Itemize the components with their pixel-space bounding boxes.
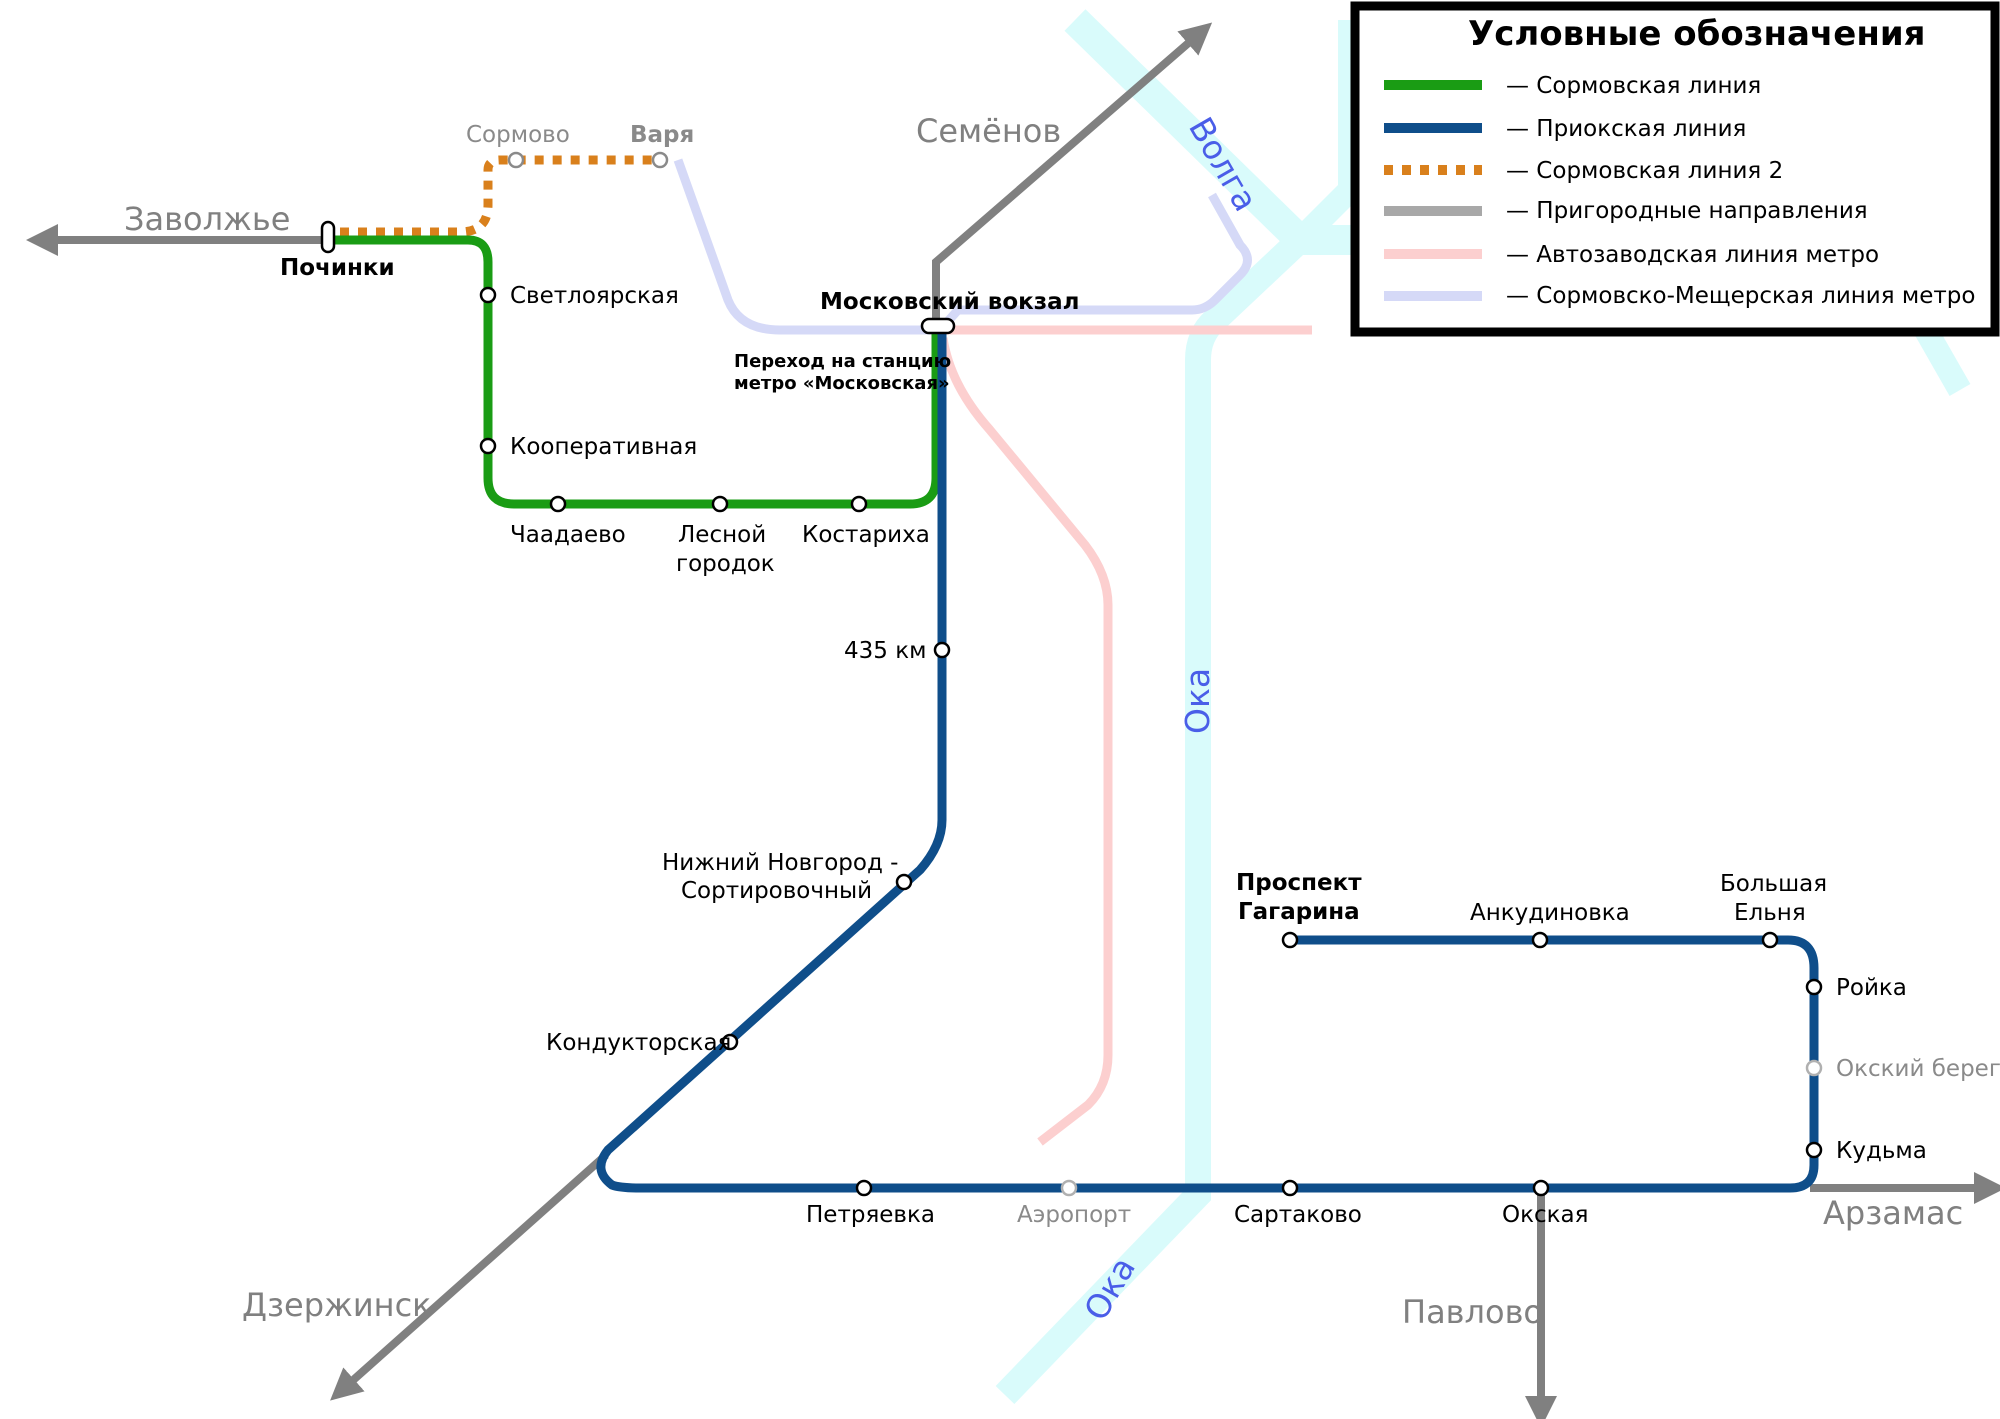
legend-item-suburban: — Пригородные направления <box>1506 198 1868 224</box>
station-marker-sortirovochny[interactable] <box>895 873 913 891</box>
station-label-kooperativnaya: Кооперативная <box>510 434 697 460</box>
river-label-oka-mid: Ока <box>1178 668 1217 734</box>
station-label-sormovo: Сормово <box>466 122 570 148</box>
legend-item-sormovsko-meshcherskaya: — Сормовско-Мещерская линия метро <box>1506 283 1975 309</box>
station-label-oksky-bereg: Окский берег <box>1836 1056 2000 1082</box>
station-label-chaadaevo: Чаадаево <box>510 522 626 548</box>
station-marker-sartakovo[interactable] <box>1281 1179 1299 1197</box>
station-label-km435: 435 км <box>844 638 926 664</box>
legend-item-priokskaya: — Приокская линия <box>1506 116 1746 142</box>
station-label-transfer-1: Переход на станцию <box>734 351 951 372</box>
station-label-sortirovochny-1: Нижний Новгород - <box>662 850 898 876</box>
station-label-lesnoy-2: городок <box>676 551 775 577</box>
station-marker-moskovsky-vokzal[interactable] <box>920 317 956 335</box>
station-label-royka: Ройка <box>1836 975 1907 1001</box>
legend-title: Условные обозначения <box>1468 14 1925 54</box>
station-marker-varya[interactable] <box>651 151 669 169</box>
legend-item-sormovskaya-2: — Сормовская линия 2 <box>1506 158 1783 184</box>
station-marker-okskaya[interactable] <box>1532 1179 1550 1197</box>
station-marker-kooperativnaya[interactable] <box>479 437 497 455</box>
station-marker-konduktorskaya[interactable] <box>721 1033 739 1051</box>
metro-avtozavodskaya-south <box>938 337 1113 1146</box>
suburban-layer <box>26 22 2000 1419</box>
suburban-semenov <box>932 22 1213 325</box>
legend-item-avtozavodskaya: — Автозаводская линия метро <box>1506 242 1879 268</box>
station-label-sartakovo: Сартаково <box>1234 1202 1362 1228</box>
station-label-varya: Варя <box>630 122 694 148</box>
line-sormovskaya <box>328 235 941 509</box>
legend: Условные обозначения — Сормовская линия … <box>1350 1 2000 337</box>
station-label-lesnoy-1: Лесной <box>678 522 766 548</box>
direction-label-semenov: Семёнов <box>916 112 1061 150</box>
station-labels: Починки Сормово Варя Светлоярская Коопер… <box>280 122 2000 1228</box>
station-label-okskaya: Окская <box>1502 1202 1588 1228</box>
rail-lines-layer <box>328 155 1819 1193</box>
direction-label-pavlovo: Павлово <box>1402 1293 1543 1331</box>
station-marker-kudma[interactable] <box>1805 1141 1823 1159</box>
line-priokskaya-main <box>596 330 1819 1193</box>
station-label-sortirovochny-2: Сортировочный <box>681 878 872 904</box>
station-label-ankudinovka: Анкудиновка <box>1470 900 1630 926</box>
station-marker-oksky-bereg[interactable] <box>1805 1059 1823 1077</box>
station-marker-kostarikha[interactable] <box>850 495 868 513</box>
station-marker-royka[interactable] <box>1805 978 1823 996</box>
station-marker-chaadaevo[interactable] <box>549 495 567 513</box>
station-label-bolshaya-2: Ельня <box>1734 900 1806 926</box>
station-marker-bolshaya-elnya[interactable] <box>1761 931 1779 949</box>
river-oka <box>995 230 1309 1405</box>
metro-sormovsko-meshcherskaya <box>673 158 1252 335</box>
direction-label-arzamas: Арзамас <box>1823 1194 1963 1232</box>
line-sormovskaya-2 <box>340 155 660 237</box>
legend-item-sormovskaya: — Сормовская линия <box>1506 73 1761 99</box>
river-label-volga: Волга <box>1181 111 1266 218</box>
station-label-kostarikha: Костариха <box>802 522 930 548</box>
station-marker-petryaevka[interactable] <box>855 1179 873 1197</box>
suburban-dzerzhinsk <box>330 1152 609 1401</box>
station-marker-svetloyarskaya[interactable] <box>479 286 497 304</box>
river-volga-branch <box>1291 20 1362 249</box>
station-label-kudma: Кудьма <box>1836 1138 1927 1164</box>
station-label-transfer-2: метро «Московская» <box>734 373 950 394</box>
station-marker-prospekt-gagarina[interactable] <box>1281 931 1299 949</box>
station-label-bolshaya-1: Большая <box>1720 871 1827 897</box>
station-label-moskovsky-vokzal: Московский вокзал <box>820 289 1079 315</box>
station-label-petryaevka: Петряевка <box>806 1202 935 1228</box>
station-label-prospekt-2: Гагарина <box>1238 899 1360 925</box>
direction-labels: Заволжье Семёнов Дзержинск Павлово Арзам… <box>124 112 1963 1331</box>
station-marker-aeroport[interactable] <box>1060 1179 1078 1197</box>
station-marker-sormovo[interactable] <box>507 151 525 169</box>
station-label-aeroport: Аэропорт <box>1017 1202 1131 1228</box>
station-marker-lesnoy[interactable] <box>711 495 729 513</box>
station-label-svetloyarskaya: Светлоярская <box>510 283 679 309</box>
station-label-konduktorskaya: Кондукторская <box>546 1030 731 1056</box>
station-marker-pochinki[interactable] <box>320 220 336 254</box>
station-marker-km435[interactable] <box>933 641 951 659</box>
direction-label-dzerzhinsk: Дзержинск <box>242 1286 431 1324</box>
station-markers <box>320 151 1823 1197</box>
station-marker-ankudinovka[interactable] <box>1531 931 1549 949</box>
direction-label-zavolzhye: Заволжье <box>124 200 290 238</box>
station-label-prospekt-1: Проспект <box>1236 870 1362 896</box>
station-label-pochinki: Починки <box>280 255 395 281</box>
metro-layer <box>673 158 1312 1146</box>
